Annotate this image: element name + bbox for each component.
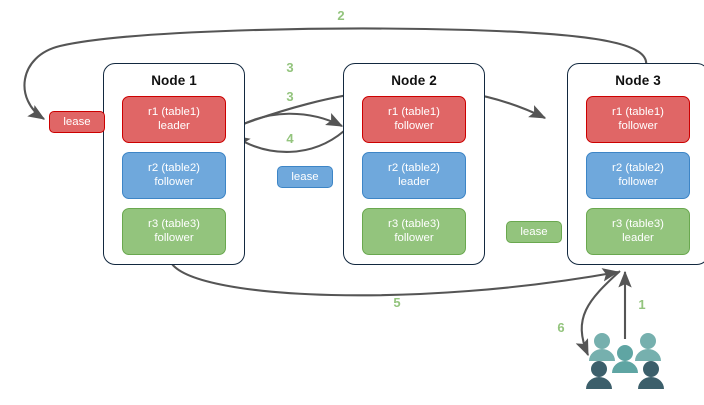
replica-node1-r2[interactable]: r2 (table2) follower bbox=[122, 152, 226, 199]
replica-name: r3 (table3) bbox=[388, 217, 440, 230]
edge-5-path bbox=[171, 263, 620, 297]
edge-label-2: 2 bbox=[337, 8, 345, 23]
replica-node3-r2[interactable]: r2 (table2) follower bbox=[586, 152, 690, 199]
replica-node2-r2[interactable]: r2 (table2) leader bbox=[362, 152, 466, 199]
replica-name: r3 (table3) bbox=[148, 217, 200, 230]
replica-role: follower bbox=[394, 119, 434, 132]
replica-name: r1 (table1) bbox=[612, 105, 664, 118]
lease-badge-r1[interactable]: lease bbox=[49, 111, 105, 133]
edge-4-path bbox=[232, 130, 345, 153]
replica-name: r3 (table3) bbox=[612, 217, 664, 230]
replica-node1-r3[interactable]: r3 (table3) follower bbox=[122, 208, 226, 255]
replica-role: leader bbox=[158, 119, 190, 132]
node-card-1[interactable]: Node 1 r1 (table1) leader r2 (table2) fo… bbox=[103, 63, 245, 265]
replica-name: r2 (table2) bbox=[612, 161, 664, 174]
replica-role: leader bbox=[398, 175, 430, 188]
replica-node2-r1[interactable]: r1 (table1) follower bbox=[362, 96, 466, 143]
edge-3b-path bbox=[232, 112, 344, 131]
edge-6-path bbox=[575, 270, 621, 357]
replica-name: r1 (table1) bbox=[148, 105, 200, 118]
node-title: Node 3 bbox=[615, 73, 661, 88]
replica-name: r2 (table2) bbox=[148, 161, 200, 174]
replica-role: follower bbox=[394, 231, 434, 244]
users-group-icon bbox=[586, 333, 664, 389]
edge-label-3a: 3 bbox=[286, 60, 294, 75]
replica-role: follower bbox=[618, 175, 658, 188]
node-title: Node 2 bbox=[391, 73, 437, 88]
lease-badge-r3[interactable]: lease bbox=[506, 221, 562, 243]
lease-badge-r2[interactable]: lease bbox=[277, 166, 333, 188]
replica-role: leader bbox=[622, 231, 654, 244]
replica-node1-r1[interactable]: r1 (table1) leader bbox=[122, 96, 226, 143]
replica-role: follower bbox=[618, 119, 658, 132]
edge-label-6: 6 bbox=[557, 320, 565, 335]
node-title: Node 1 bbox=[151, 73, 197, 88]
replica-name: r1 (table1) bbox=[388, 105, 440, 118]
replica-role: follower bbox=[154, 175, 194, 188]
edge-2-path bbox=[23, 27, 648, 120]
replica-node3-r1[interactable]: r1 (table1) follower bbox=[586, 96, 690, 143]
replica-node3-r3[interactable]: r3 (table3) leader bbox=[586, 208, 690, 255]
edge-label-4: 4 bbox=[286, 131, 294, 146]
edge-label-1: 1 bbox=[638, 297, 646, 312]
edge-label-5: 5 bbox=[393, 295, 401, 310]
replica-role: follower bbox=[154, 231, 194, 244]
edge-label-3b: 3 bbox=[286, 89, 294, 104]
replica-name: r2 (table2) bbox=[388, 161, 440, 174]
node-card-3[interactable]: Node 3 r1 (table1) follower r2 (table2) … bbox=[567, 63, 704, 265]
replica-node2-r3[interactable]: r3 (table3) follower bbox=[362, 208, 466, 255]
node-card-2[interactable]: Node 2 r1 (table1) follower r2 (table2) … bbox=[343, 63, 485, 265]
